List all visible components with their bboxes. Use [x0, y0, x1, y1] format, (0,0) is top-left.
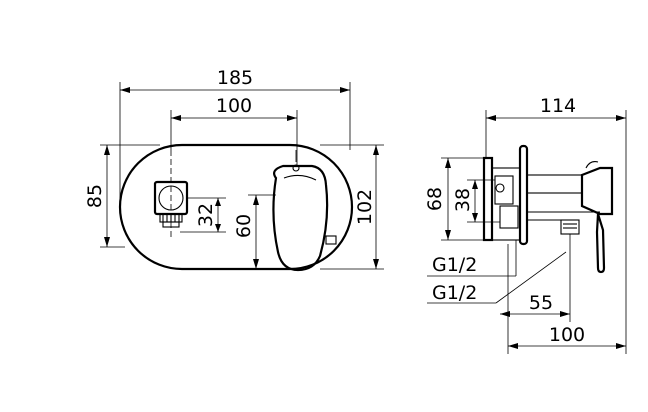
dim-100-label: 100: [216, 95, 252, 117]
wall-box: [482, 156, 494, 242]
dim-60-label: 60: [233, 214, 255, 238]
dim-38-label: 38: [452, 188, 474, 212]
side-view: 114 68 38 G1/2 G1/2 55 100: [424, 95, 627, 354]
front-view: 185 100 85 102 32 60: [84, 67, 384, 272]
lever-handle: [272, 164, 337, 272]
cover-plate: [118, 143, 354, 271]
dim-85-label: 85: [84, 184, 106, 208]
thread-outlet-label: G1/2: [432, 282, 477, 304]
dim-185-label: 185: [217, 67, 253, 89]
side-cover-plate: [518, 144, 529, 246]
dim-55-label: 55: [529, 292, 553, 314]
dim-68-label: 68: [424, 187, 446, 211]
dim-102-label: 102: [354, 189, 376, 225]
dim-114-label: 114: [540, 95, 576, 117]
dim-100-side-label: 100: [549, 324, 585, 346]
dim-32-label: 32: [195, 203, 217, 227]
thread-inlet-label: G1/2: [432, 254, 477, 276]
